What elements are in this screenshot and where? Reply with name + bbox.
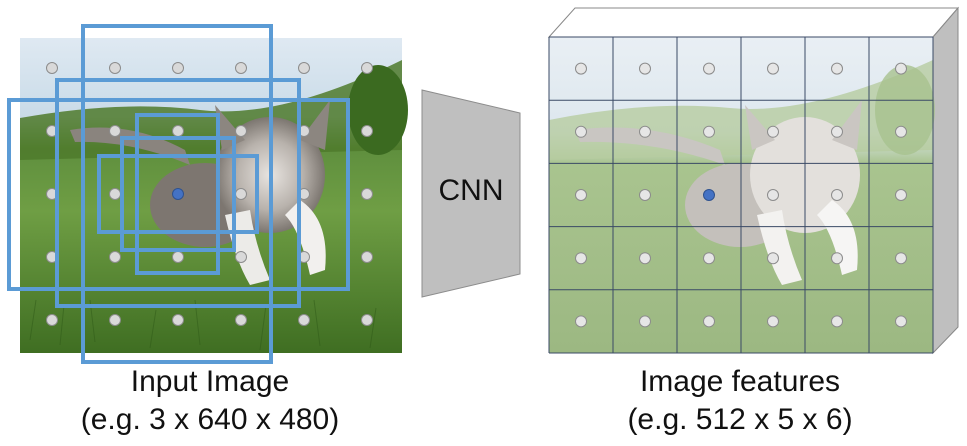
cnn-block [421,89,521,298]
feature-grid-dot [575,315,587,328]
input-grid-dot [298,62,310,74]
feature-grid-dot [639,189,651,201]
feature-grid-dot [767,315,779,328]
input-grid-dot [172,251,184,263]
feature-grid-dot [703,252,715,265]
feature-grid-dot [703,62,715,75]
feature-grid-dot [767,62,779,75]
feature-grid-dot [639,62,651,75]
feature-grid-dot [575,62,587,75]
feature-grid-dot [767,252,779,265]
receptive-box-5 [120,136,236,252]
input-dims: (e.g. 3 x 640 x 480) [80,403,340,436]
input-grid-dot [361,314,373,326]
feature-grid-dot [831,315,843,328]
input-grid-dot [298,314,310,326]
receptive-field-boxes [7,24,350,364]
feature-grid-dot [575,125,587,138]
feature-highlight-dot [703,189,715,201]
input-grid-dot [46,314,58,326]
input-grid-dot [235,188,247,200]
feature-grid-dot [639,252,651,265]
features-caption: Image features (e.g. 512 x 5 x 6) [540,363,940,439]
feature-grid-dot [575,189,587,201]
input-grid-dot [46,62,58,74]
input-grid-dots [46,62,373,326]
features-title: Image features [639,365,841,398]
feature-grid-dot [767,189,779,201]
receptive-box-3 [7,98,350,291]
input-grid-dot [235,62,247,74]
cnn-label: CNN [422,172,520,210]
feature-grid-dot [895,62,907,75]
input-grid-dot [172,314,184,326]
feature-grid-dot [895,315,907,328]
feature-grid-dot [767,125,779,138]
input-grid-dot [172,62,184,74]
input-title: Input Image [130,365,290,398]
feature-grid-dot [831,252,843,265]
input-grid-dot [235,251,247,263]
receptive-box-2 [55,78,301,308]
feature-grid-dot [639,315,651,328]
input-grid-dot [361,251,373,263]
input-grid-dot [109,314,121,326]
input-grid-dot [235,125,247,137]
feature-grid-dot [895,189,907,201]
feature-grid-dot [831,125,843,138]
feature-grid-dot [831,189,843,201]
cube-side-face [932,6,959,355]
feature-grid-dot [831,62,843,75]
feature-grid-dot [703,315,715,328]
input-grid-dot [109,62,121,74]
input-grid-dot [361,125,373,137]
feature-grid-dot [895,125,907,138]
feature-grid-dot [703,125,715,138]
receptive-box-4 [135,113,220,275]
input-highlight-dot [172,188,184,200]
input-grid-dot [172,125,184,137]
input-grid-dot [109,125,121,137]
input-grid-dot [361,188,373,200]
receptive-box-6 [97,154,259,234]
input-grid-dot [235,314,247,326]
feature-cube [547,6,960,355]
input-grid-dot [361,62,373,74]
feature-grid [548,36,934,354]
input-grid-dot [109,188,121,200]
feature-grid-dot [575,252,587,265]
input-grid-dot [109,251,121,263]
features-dims: (e.g. 512 x 5 x 6) [627,403,853,436]
feature-grid-dot [895,252,907,265]
receptive-box-1 [81,24,273,364]
cnn-label-text: CNN [438,174,504,207]
feature-grid-dot [639,125,651,138]
input-caption: Input Image (e.g. 3 x 640 x 480) [10,363,410,439]
